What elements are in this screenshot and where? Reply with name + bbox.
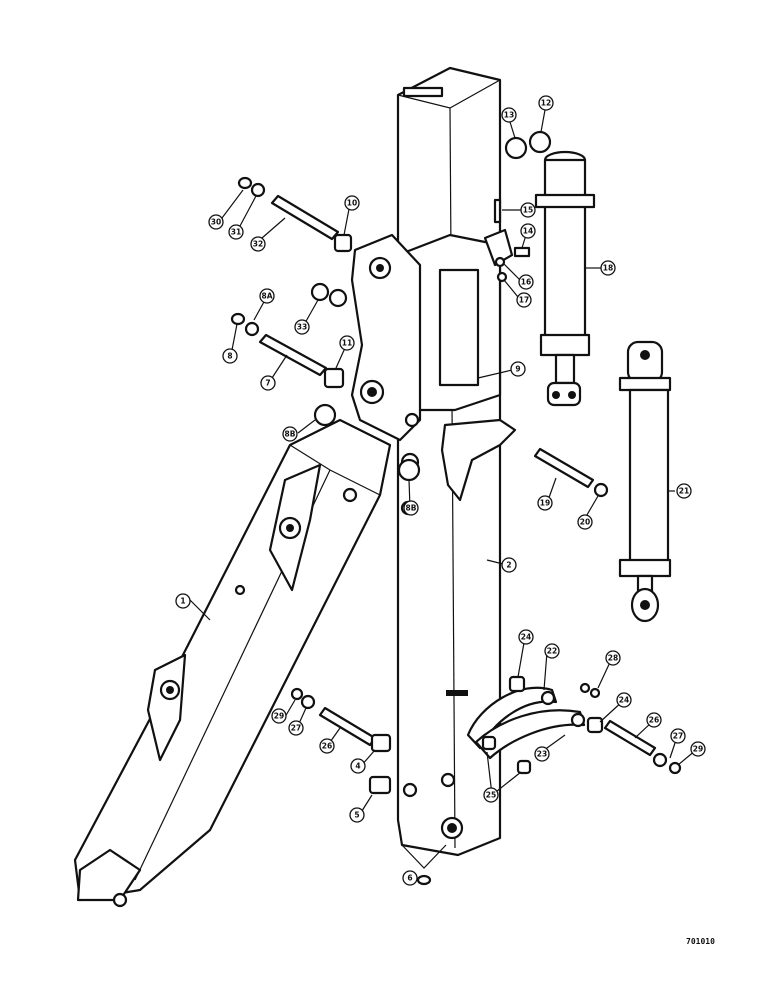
callout-24b: 24 [616,692,632,708]
callout-30: 30 [208,214,224,230]
callout-8b-2: 8B [403,500,419,516]
mast-sleeve-bracket [350,228,517,516]
callout-27b: 27 [670,728,686,744]
callout-7: 7 [260,375,276,391]
svg-text:30: 30 [211,218,221,227]
svg-text:29: 29 [693,745,703,754]
svg-text:31: 31 [231,228,241,237]
callout-5: 5 [349,807,365,823]
svg-text:12: 12 [541,99,551,108]
svg-text:23: 23 [537,750,547,759]
svg-text:28: 28 [608,654,618,663]
svg-text:8A: 8A [261,292,272,301]
svg-text:32: 32 [253,240,263,249]
svg-text:22: 22 [547,647,557,656]
callout-16: 16 [518,274,534,290]
svg-text:26: 26 [649,716,659,725]
callout-32: 32 [250,236,266,252]
svg-text:4: 4 [355,762,360,771]
callout-11: 11 [339,335,355,351]
svg-text:11: 11 [342,339,352,348]
callout-33: 33 [294,319,310,335]
svg-text:8: 8 [227,352,232,361]
cylinder-upper [534,150,596,407]
callout-8a: 8A [259,288,275,304]
callout-22: 22 [544,643,560,659]
svg-text:8B: 8B [285,430,296,439]
callout-31: 31 [228,224,244,240]
callout-4: 4 [350,758,366,774]
svg-text:7: 7 [265,379,270,388]
callout-21: 21 [676,483,692,499]
cylinder-lower [618,340,672,623]
svg-text:19: 19 [540,499,550,508]
callout-2: 2 [501,557,517,573]
callout-15: 15 [520,202,536,218]
callout-26a: 26 [319,738,335,754]
svg-text:17: 17 [519,296,529,305]
svg-text:10: 10 [347,199,357,208]
callout-24a: 24 [518,629,534,645]
svg-text:5: 5 [354,811,359,820]
svg-text:2: 2 [506,561,511,570]
callout-25: 25 [483,787,499,803]
svg-text:29: 29 [274,712,284,721]
svg-text:15: 15 [523,206,533,215]
drawing-code: 701010 [686,937,715,946]
svg-text:27: 27 [291,724,301,733]
svg-text:8B: 8B [406,504,417,513]
callout-8b: 8B [282,426,298,442]
svg-text:1: 1 [180,597,185,606]
callout-23: 23 [534,746,550,762]
callout-18: 18 [600,260,616,276]
callout-27a: 27 [288,720,304,736]
callouts: 30 31 32 10 13 12 15 14 16 17 18 33 8A 8… [175,95,706,886]
callout-12: 12 [538,95,554,111]
svg-text:25: 25 [486,791,496,800]
svg-text:16: 16 [521,278,531,287]
callout-26b: 26 [646,712,662,728]
callout-19: 19 [537,495,553,511]
svg-text:27: 27 [673,732,683,741]
callout-29a: 29 [271,708,287,724]
boom-part [73,418,392,908]
callout-28: 28 [605,650,621,666]
callout-20: 20 [577,514,593,530]
svg-text:24: 24 [619,696,629,705]
callout-14: 14 [520,223,536,239]
svg-text:26: 26 [322,742,332,751]
callout-29b: 29 [690,741,706,757]
svg-text:33: 33 [297,323,307,332]
callout-13: 13 [501,107,517,123]
svg-text:24: 24 [521,633,531,642]
callout-1: 1 [175,593,191,609]
callout-17: 17 [516,292,532,308]
svg-text:18: 18 [603,264,613,273]
svg-text:9: 9 [515,365,520,374]
svg-text:13: 13 [504,111,514,120]
callout-6: 6 [402,870,418,886]
svg-text:6: 6 [407,874,412,883]
svg-text:14: 14 [523,227,533,236]
callout-9: 9 [510,361,526,377]
svg-text:20: 20 [580,518,590,527]
svg-text:21: 21 [679,487,689,496]
callout-8: 8 [222,348,238,364]
callout-10: 10 [344,195,360,211]
pins-and-hardware [230,130,682,886]
link-plates [466,686,586,760]
